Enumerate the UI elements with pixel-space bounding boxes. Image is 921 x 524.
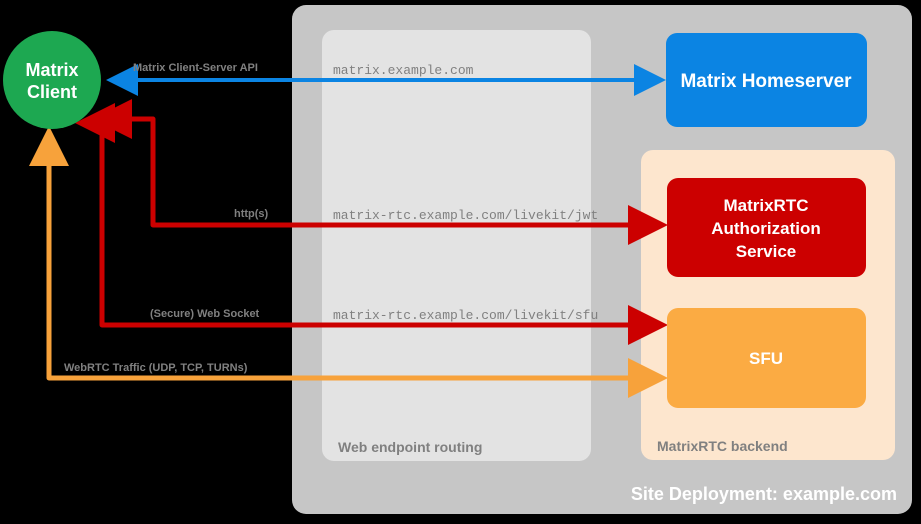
edge-protocol-label-webrtc-traffic: WebRTC Traffic (UDP, TCP, TURNs) (64, 362, 248, 374)
matrix-homeserver-box[interactable] (666, 33, 867, 127)
matrixrtc-authorization-service-label-line2: Authorization (711, 219, 821, 238)
matrixrtc-authorization-service-label-line1: MatrixRTC (723, 196, 808, 215)
edge-webrtc-traffic: WebRTC Traffic (UDP, TCP, TURNs) (29, 126, 668, 398)
node-matrix-client[interactable]: Matrix Client (3, 31, 101, 129)
edge-protocol-label-livekit-sfu: (Secure) Web Socket (150, 308, 260, 320)
edge-matrix-client-server-api: Matrix Client-Server API matrix.example.… (106, 62, 666, 96)
edge-line-webrtc-traffic (29, 126, 668, 398)
matrix-client-circle[interactable] (3, 31, 101, 129)
sfu-label: SFU (749, 349, 783, 368)
node-matrixrtc-authorization-service[interactable]: MatrixRTC Authorization Service (667, 178, 866, 277)
matrix-homeserver-label: Matrix Homeserver (680, 71, 852, 92)
matrixrtc-backend-label: MatrixRTC backend (657, 438, 788, 454)
edge-protocol-label-matrix-client-server-api: Matrix Client-Server API (133, 62, 258, 74)
matrix-client-label-line1: Matrix (25, 60, 78, 80)
web-endpoint-routing-panel (322, 30, 591, 461)
edge-url-label-livekit-sfu: matrix-rtc.example.com/livekit/sfu (333, 308, 598, 323)
matrix-client-label-line2: Client (27, 82, 77, 102)
node-sfu[interactable]: SFU (667, 308, 866, 408)
matrixrtc-authorization-service-box[interactable] (667, 178, 866, 277)
node-matrix-homeserver[interactable]: Matrix Homeserver (666, 33, 867, 127)
sfu-box[interactable] (667, 308, 866, 408)
web-endpoint-routing-label: Web endpoint routing (338, 439, 482, 455)
site-deployment-label: Site Deployment: example.com (631, 484, 897, 504)
matrixrtc-authorization-service-label-line3: Service (736, 242, 797, 261)
edge-protocol-label-livekit-jwt: http(s) (234, 208, 269, 220)
edge-url-label-livekit-jwt: matrix-rtc.example.com/livekit/jwt (333, 208, 598, 223)
edge-url-label-matrix-client-server-api: matrix.example.com (333, 63, 474, 78)
